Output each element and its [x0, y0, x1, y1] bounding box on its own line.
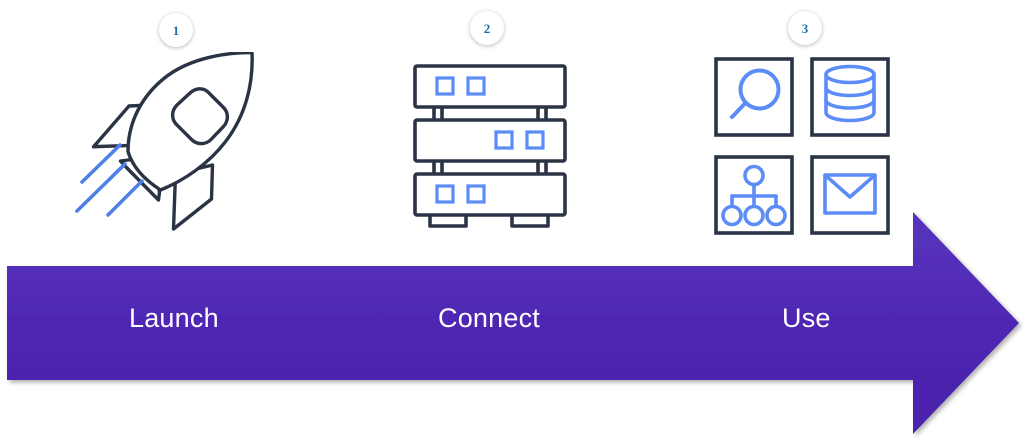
services-grid-icon-svg	[714, 57, 890, 235]
email-icon	[823, 173, 877, 215]
hierarchy-icon	[721, 164, 787, 227]
server-stack-icon-svg	[413, 64, 567, 228]
search-icon	[730, 68, 781, 119]
process-arrow-svg	[7, 212, 1019, 434]
server-indicator-lights	[435, 76, 545, 204]
step-badge-1: 1	[159, 13, 193, 47]
services-grid-icon	[714, 57, 894, 244]
arrow-label-use: Use	[782, 303, 831, 333]
rocket-motion-lines	[75, 143, 144, 217]
rocket-icon	[72, 50, 292, 257]
database-icon	[824, 64, 876, 123]
arrow-label-connect: Connect	[438, 303, 540, 333]
step-number-3: 3	[801, 20, 809, 36]
process-arrow	[0, 205, 1024, 439]
arrow-label-launch: Launch	[129, 303, 219, 333]
step-number-2: 2	[483, 20, 491, 36]
arrow-shape	[7, 212, 1019, 434]
step-number-1: 1	[172, 22, 180, 38]
step-badge-2: 2	[470, 11, 504, 45]
rocket-icon-svg	[75, 50, 254, 231]
server-stack-icon	[392, 55, 588, 250]
step-badge-3: 3	[788, 11, 822, 45]
